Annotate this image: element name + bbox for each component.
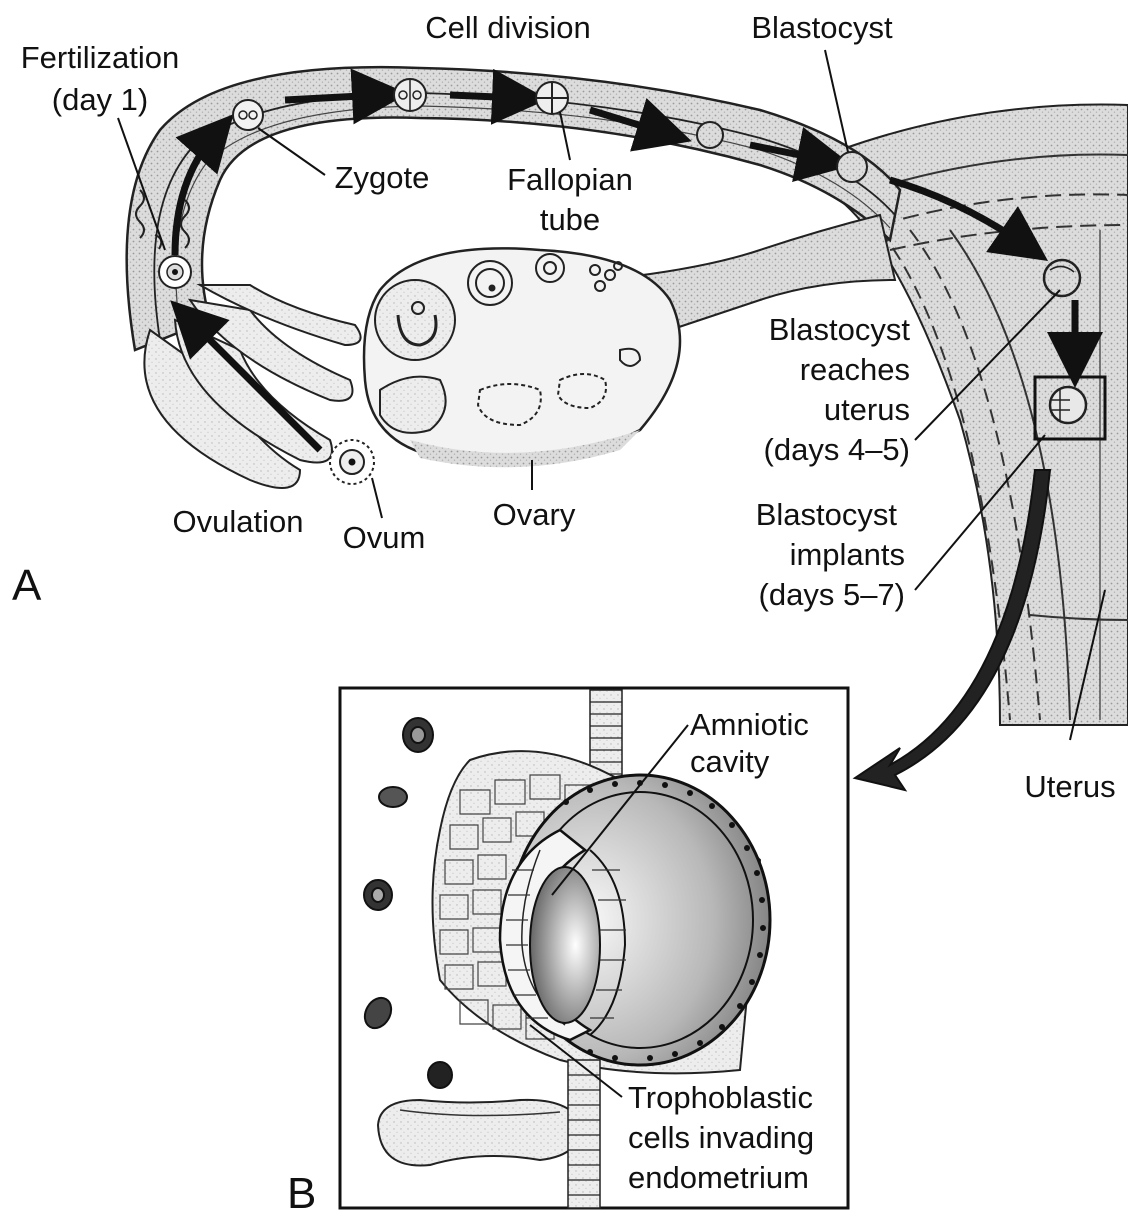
label-trophoblastic: Trophoblastic [628, 1080, 813, 1115]
label-fallopian: Fallopian [507, 162, 633, 197]
label-ovum: Ovum [343, 520, 426, 555]
zygote-cell [233, 100, 263, 130]
four-cell-stage [536, 82, 568, 114]
label-implants-2: implants [790, 537, 905, 572]
label-reaches-1: Blastocyst [769, 312, 911, 347]
label-zygote: Zygote [335, 160, 430, 195]
label-uterus: Uterus [1024, 769, 1115, 804]
label-implants-1: Blastocyst [756, 497, 898, 532]
panel-a: Cell division Blastocyst Fertilization (… [12, 10, 1128, 804]
blastocyst-in-tube [837, 152, 867, 182]
two-cell-stage [394, 79, 426, 111]
label-amniotic-cavity: cavity [690, 744, 770, 779]
label-cells-invading: cells invading [628, 1120, 814, 1155]
fertilized-ovum-cell [159, 256, 191, 288]
label-cell-division: Cell division [425, 10, 590, 45]
arrow-zygote [285, 95, 380, 100]
label-ovulation: Ovulation [173, 504, 304, 539]
label-reaches-2: reaches [800, 352, 910, 387]
label-ovary: Ovary [493, 497, 576, 532]
label-fertilization: Fertilization [21, 40, 180, 75]
label-implants-3: (days 5–7) [759, 577, 905, 612]
morula-cell [697, 122, 723, 148]
label-amniotic: Amniotic [690, 707, 809, 742]
blastocyst-at-uterus [1044, 260, 1080, 296]
panel-b: Amniotic cavity Trophoblastic cells inva… [340, 688, 848, 1208]
label-tube: tube [540, 202, 600, 237]
label-reaches-4: (days 4–5) [764, 432, 910, 467]
ovum-cell [330, 440, 374, 484]
amniotic-cavity [530, 867, 600, 1023]
label-blastocyst: Blastocyst [751, 10, 893, 45]
label-fertilization-day: (day 1) [52, 82, 148, 117]
arrow-cell-div-1 [450, 95, 520, 98]
label-endometrium: endometrium [628, 1160, 809, 1195]
label-reaches-3: uterus [824, 392, 910, 427]
panel-b-letter: B [287, 1169, 316, 1210]
panel-a-letter: A [12, 561, 42, 610]
